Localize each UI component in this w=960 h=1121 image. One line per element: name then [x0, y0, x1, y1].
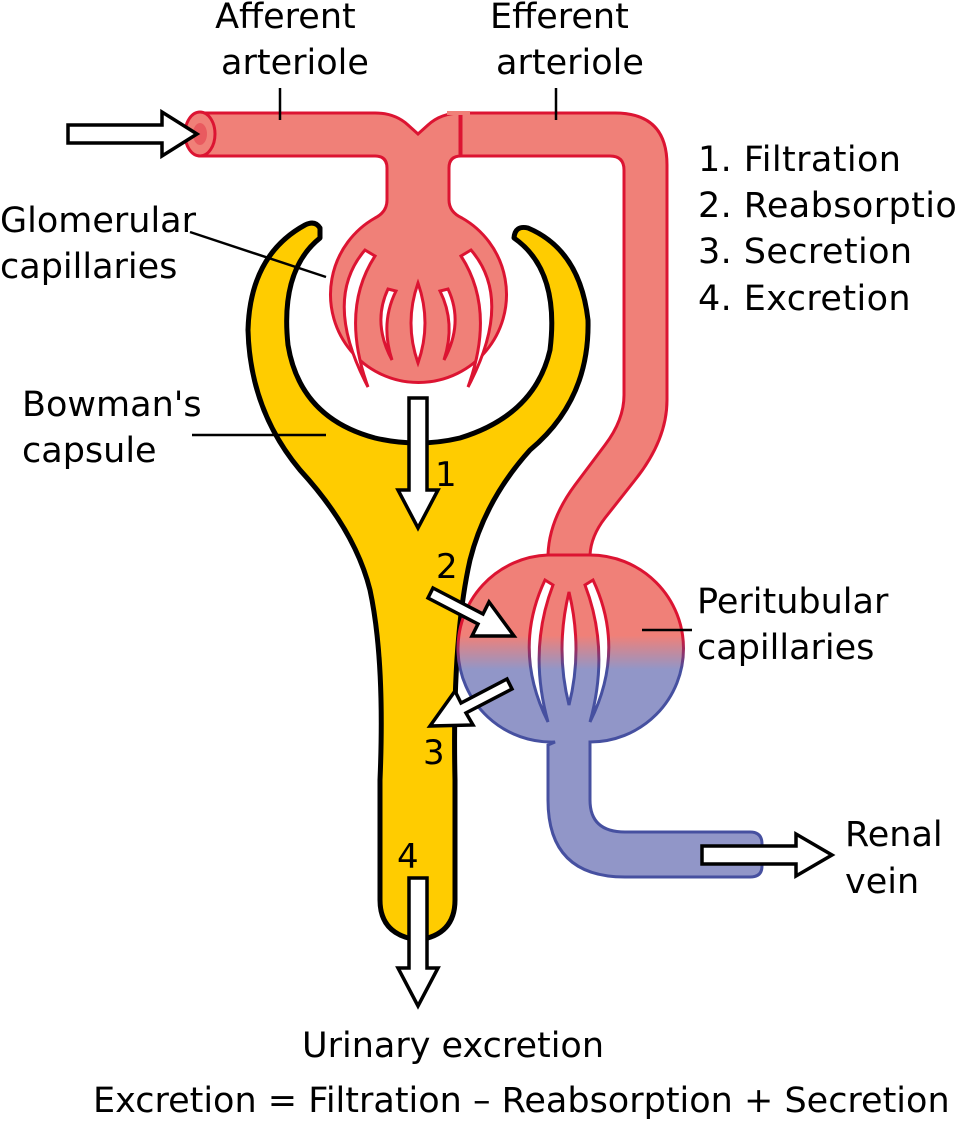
- bowmans-capsule-label: Bowman's capsule: [22, 385, 213, 471]
- excretion-arrow: [395, 876, 441, 1010]
- step-number-3: 3: [423, 733, 445, 773]
- step-number-1: 1: [435, 455, 457, 495]
- legend-item: 2. Reabsorption: [698, 186, 960, 226]
- legend-item: 3. Secretion: [698, 232, 913, 272]
- renal-vein-label: Renal vein: [845, 815, 954, 902]
- bowmans-capsule-and-tubule: [245, 220, 591, 943]
- efferent-arteriole-label: Efferent arteriole: [490, 0, 644, 83]
- filtration-arrow: [395, 396, 441, 532]
- inflow-arrow: [66, 108, 201, 160]
- afferent-arteriole-label: Afferent arteriole: [215, 0, 369, 83]
- process-legend: 1. Filtration 2. Reabsorption 3. Secreti…: [698, 140, 960, 319]
- glomerular-capillary-loops: [342, 248, 494, 388]
- legend-item: 1. Filtration: [698, 140, 901, 180]
- renal-vein-outflow-arrow: [700, 830, 836, 880]
- step-number-2: 2: [436, 547, 458, 587]
- leader-lines: [189, 88, 692, 632]
- peritubular-capillaries-label: Peritubular capillaries: [697, 582, 900, 668]
- peritubular-capillary-loops: [527, 577, 611, 723]
- legend-item: 4. Excretion: [698, 279, 911, 319]
- secretion-arrow: [426, 676, 515, 728]
- urinary-excretion-label: Urinary excretion: [302, 1026, 604, 1066]
- excretion-equation: Excretion = Filtration – Reabsorption + …: [93, 1081, 950, 1121]
- reabsorption-arrow: [425, 585, 518, 638]
- glomerular-capillaries-label: Glomerular capillaries: [0, 201, 207, 287]
- step-number-4: 4: [397, 837, 419, 877]
